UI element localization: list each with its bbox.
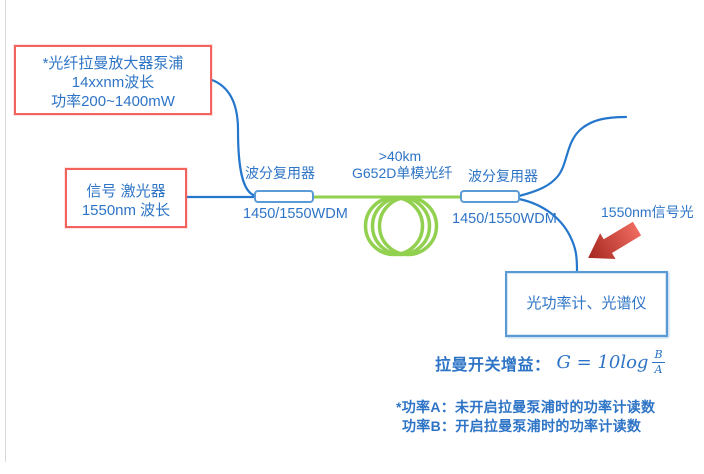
note-power-b: 功率B：开启拉曼泵浦时的功率计读数 <box>402 418 642 434</box>
wdm-left-component <box>254 190 314 203</box>
wdm-left-label: 波分复用器 <box>245 165 315 181</box>
signal-direction-arrow-icon <box>588 221 642 259</box>
note-power-a: *功率A：未开启拉曼泵浦时的功率计读数 <box>396 399 656 415</box>
wdm-left-sublabel: 1450/1550WDM <box>243 206 348 222</box>
signal-light-label: 1550nm信号光 <box>601 204 694 220</box>
fraction-denominator: A <box>654 363 663 376</box>
fiber-type-label: G652D单模光纤 <box>352 165 453 181</box>
wdm-right-component <box>460 190 520 203</box>
wdm-right-label: 波分复用器 <box>468 168 538 184</box>
gain-formula-label: 拉曼开关增益： <box>435 356 551 374</box>
gain-formula: 拉曼开关增益： G = 10log B A <box>435 349 665 376</box>
fraction-numerator: B <box>652 348 665 363</box>
gain-formula-expression: G = 10log <box>556 352 649 373</box>
pump-fiber-curve <box>210 78 260 198</box>
pump-laser-wavelength: 14xxnm波长 <box>71 74 155 91</box>
gain-formula-fraction: B A <box>652 348 665 376</box>
power-meter-label: 光功率计、光谱仪 <box>526 295 647 312</box>
output-fiber-curve <box>517 197 579 273</box>
wdm-right-sublabel: 1450/1550WDM <box>452 211 557 227</box>
fiber-length-label: >40km <box>378 148 422 164</box>
signal-laser-box: 信号 激光器 1550nm 波长 <box>65 168 187 228</box>
page-edge-line <box>5 0 6 462</box>
pump-laser-power: 功率200~1400mW <box>51 93 175 110</box>
signal-laser-name: 信号 激光器 <box>86 183 166 200</box>
pump-laser-box: *光纤拉曼放大器泵浦 14xxnm波长 功率200~1400mW <box>14 45 212 115</box>
pump-laser-name: *光纤拉曼放大器泵浦 <box>42 55 184 72</box>
power-meter-box: 光功率计、光谱仪 <box>505 271 668 337</box>
residual-pump-fiber-curve <box>517 115 628 198</box>
fiber-coil-icon <box>377 195 439 257</box>
signal-laser-wavelength: 1550nm 波长 <box>81 202 171 219</box>
